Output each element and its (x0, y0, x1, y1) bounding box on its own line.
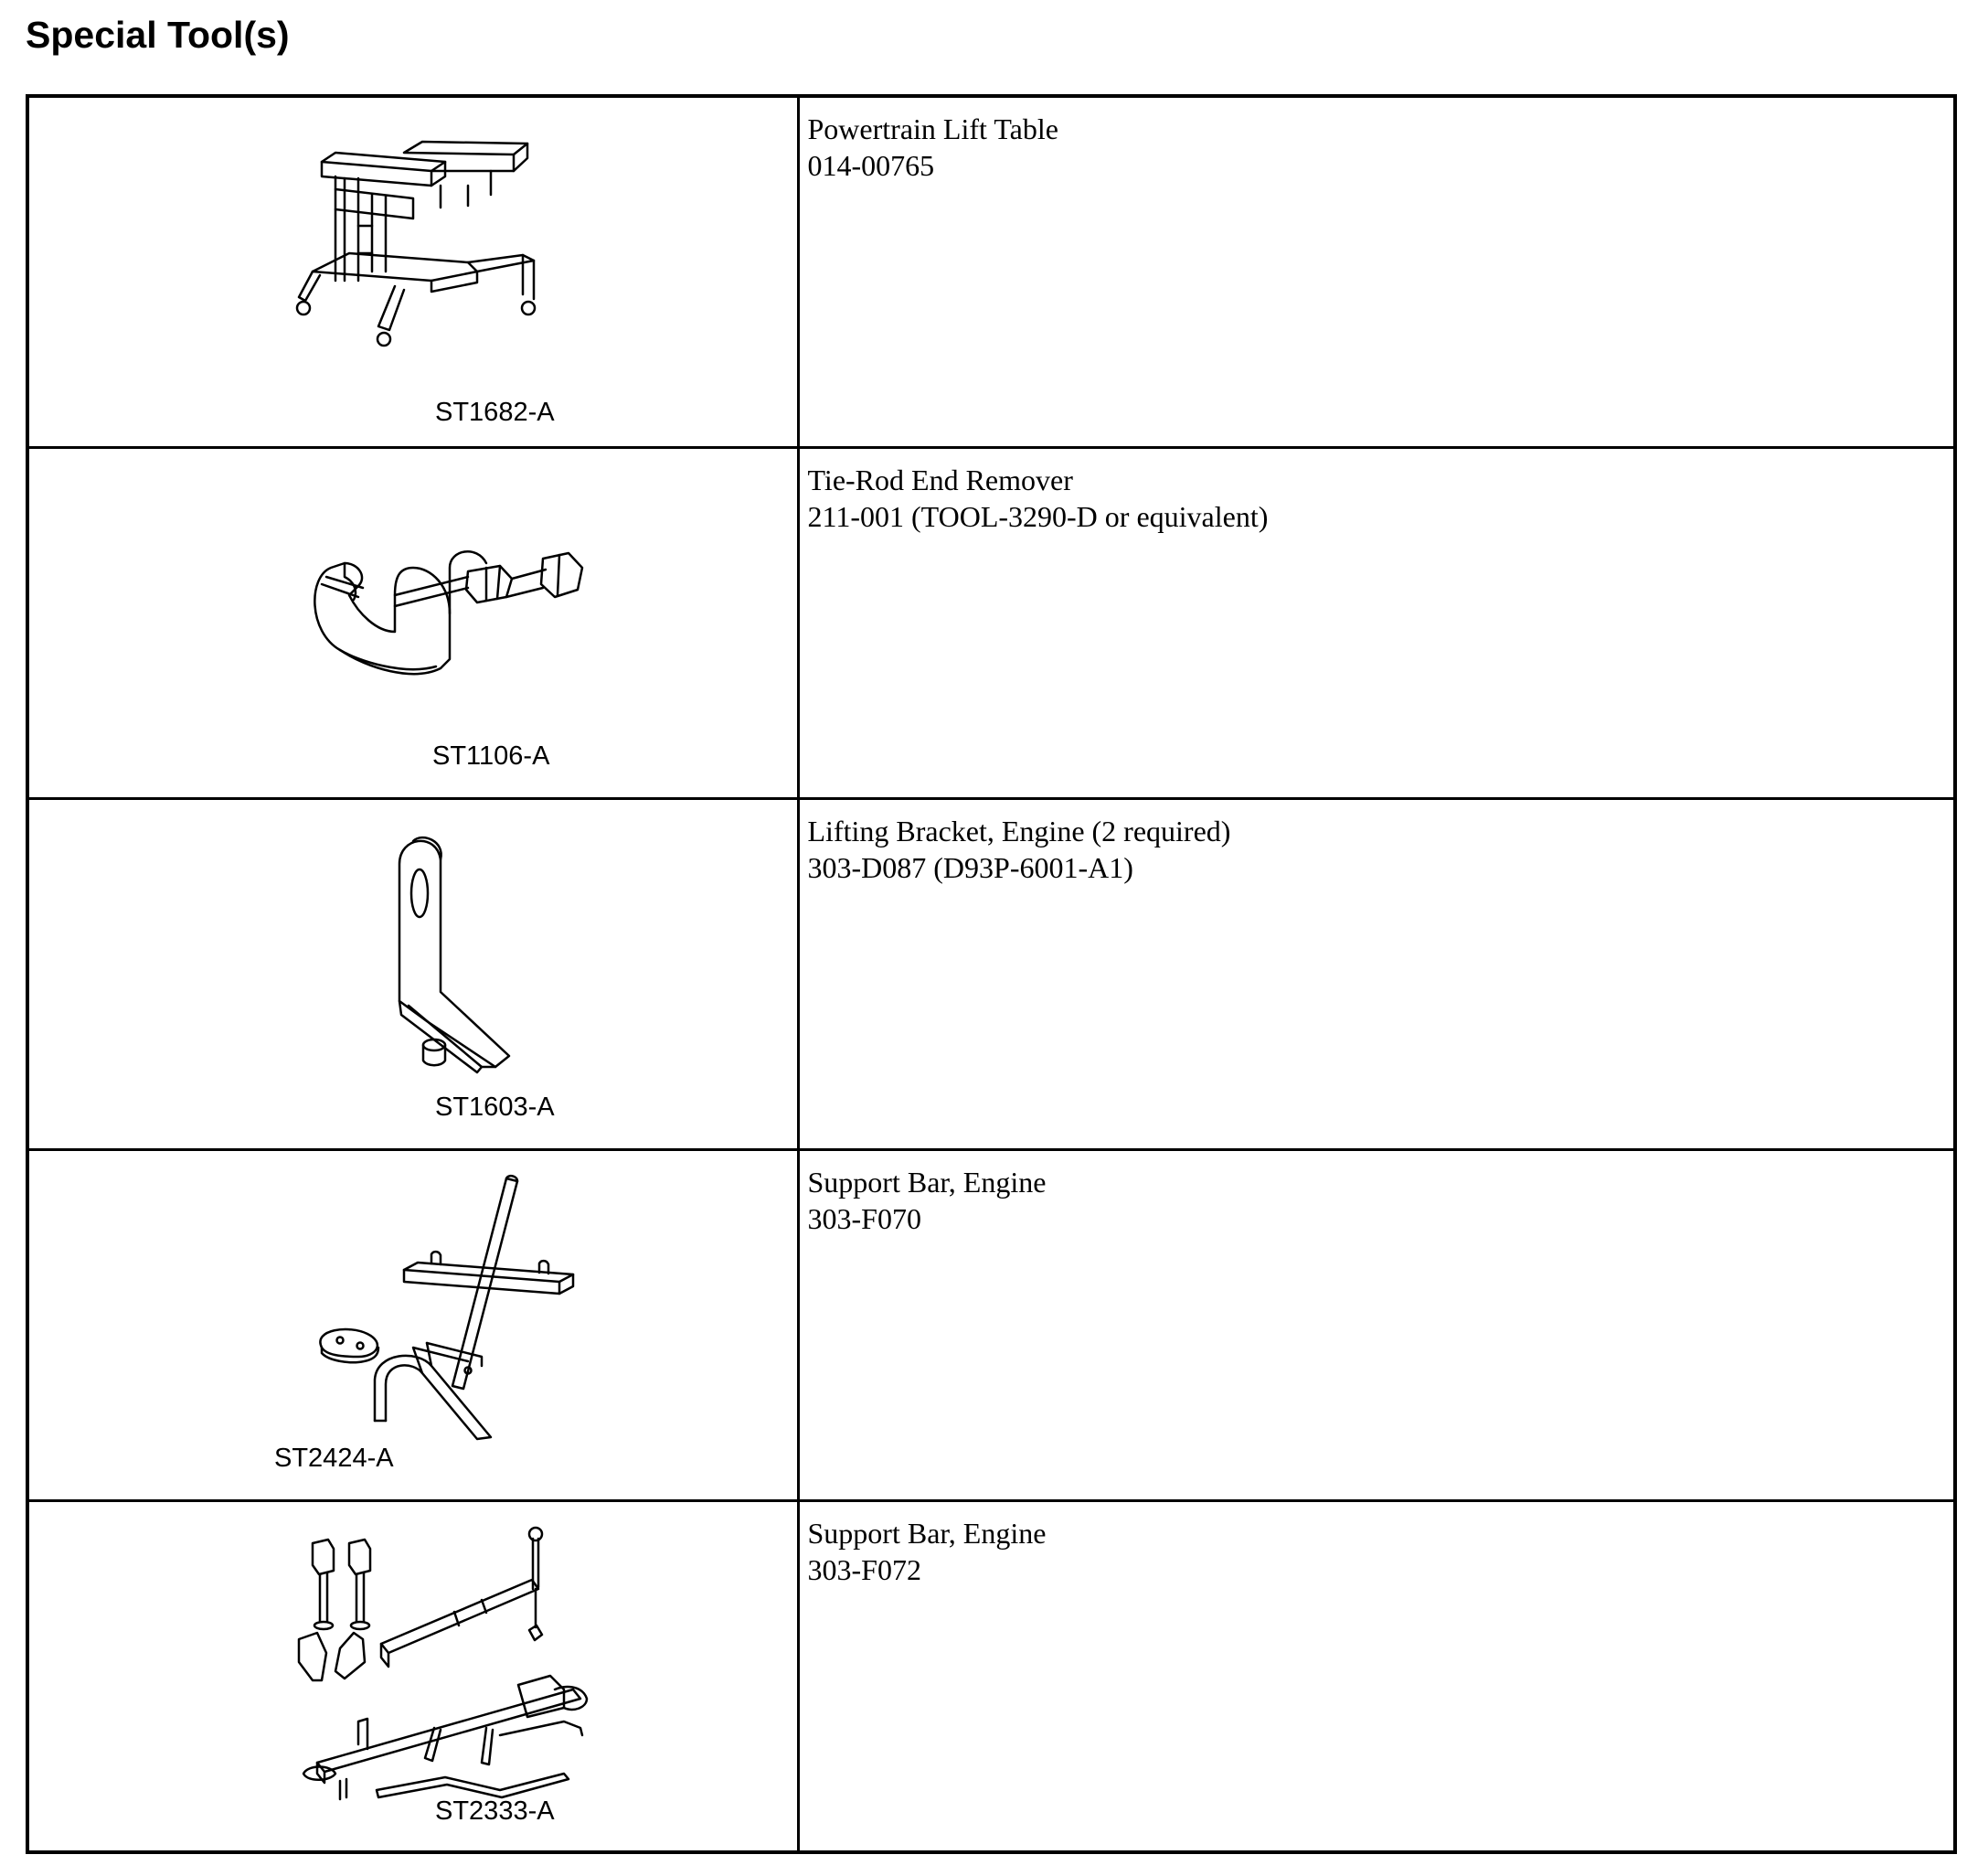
tool-number: 211-001 (TOOL-3290-D or equivalent) (807, 500, 1269, 533)
tool-illustration-cell: ST1106-A (26, 446, 800, 800)
tool-illustration-cell: ST1603-A (26, 797, 800, 1151)
tool-name: Support Bar, Engine (807, 1517, 1047, 1550)
lifting-bracket-icon (381, 827, 518, 1093)
tool-number: 303-F070 (807, 1202, 921, 1235)
tool-description-cell: Lifting Bracket, Engine (2 required) 303… (796, 797, 1957, 1151)
tool-illustration-cell: ST2333-A (26, 1499, 800, 1854)
tool-description-cell: Tie-Rod End Remover 211-001 (TOOL-3290-D… (796, 446, 1957, 800)
table-row: ST2333-A Support Bar, Engine 303-F072 (26, 1499, 1957, 1854)
support-bar-engine-kit-icon (290, 1525, 601, 1804)
tie-rod-end-remover-icon (303, 513, 596, 696)
tool-name: Powertrain Lift Table (807, 112, 1058, 145)
table-row: ST2424-A Support Bar, Engine 303-F070 (26, 1148, 1957, 1502)
table-row: ST1106-A Tie-Rod End Remover 211-001 (TO… (26, 446, 1957, 800)
special-tools-table: ST1682-A Powertrain Lift Table 014-00765 (26, 94, 1957, 1854)
tool-illustration-cell: ST1682-A (26, 94, 800, 449)
tool-number: 303-D087 (D93P-6001-A1) (807, 851, 1133, 884)
tool-name: Tie-Rod End Remover (807, 464, 1073, 496)
support-bar-engine-icon (294, 1174, 596, 1448)
tool-description-cell: Support Bar, Engine 303-F072 (796, 1499, 1957, 1854)
tool-code: ST2333-A (435, 1796, 555, 1826)
tool-code: ST1106-A (432, 741, 550, 771)
tool-code: ST2424-A (274, 1444, 394, 1473)
powertrain-lift-table-icon (294, 134, 578, 390)
table-row: ST1682-A Powertrain Lift Table 014-00765 (26, 94, 1957, 449)
page-title: Special Tool(s) (26, 14, 290, 56)
tool-name: Lifting Bracket, Engine (2 required) (807, 815, 1231, 847)
tool-description-cell: Powertrain Lift Table 014-00765 (796, 94, 1957, 449)
table-row: ST1603-A Lifting Bracket, Engine (2 requ… (26, 797, 1957, 1151)
tool-code: ST1682-A (435, 398, 555, 427)
tool-illustration-cell: ST2424-A (26, 1148, 800, 1502)
tool-name: Support Bar, Engine (807, 1166, 1047, 1199)
tool-number: 303-F072 (807, 1553, 921, 1586)
tool-code: ST1603-A (435, 1093, 555, 1122)
tool-description-cell: Support Bar, Engine 303-F070 (796, 1148, 1957, 1502)
tool-number: 014-00765 (807, 149, 935, 182)
